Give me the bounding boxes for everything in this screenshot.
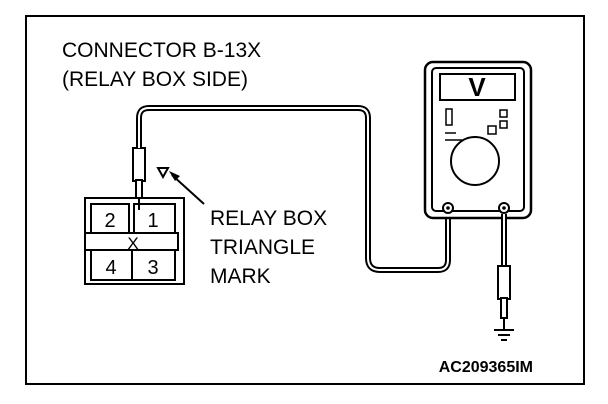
pin-4-label: 4 [105, 257, 116, 279]
voltmeter-button-top-right [499, 109, 508, 118]
voltmeter-display [439, 73, 516, 101]
callout-leader-line [171, 174, 205, 205]
voltmeter-button-square [487, 125, 497, 135]
voltmeter-button-mid-right [499, 120, 508, 129]
connector-title-line-1: CONNECTOR B-13X [62, 39, 261, 62]
connector-center-mark: X [127, 234, 138, 253]
pin-2-label: 2 [104, 210, 115, 232]
callout-line-2: TRIANGLE [210, 236, 315, 259]
pin-3-cell [131, 249, 176, 281]
voltmeter: V [423, 60, 533, 220]
callout-arrowhead [169, 171, 180, 181]
voltmeter-symbol: V [468, 72, 486, 102]
ground-probe [497, 265, 511, 330]
relay-box-triangle-mark [156, 167, 170, 180]
connector-title-line-2: (RELAY BOX SIDE) [62, 68, 248, 91]
pin-1-cell [133, 203, 176, 234]
voltmeter-selector-dial [450, 136, 500, 186]
pin-3-label: 3 [147, 257, 158, 279]
voltmeter-button-left [445, 108, 453, 126]
pin-1-label: 1 [147, 210, 158, 232]
diagram-frame [25, 15, 585, 385]
pin-4-cell [90, 249, 133, 281]
figure-code: AC209365IM [439, 359, 533, 376]
callout-line-3: MARK [210, 265, 271, 288]
callout-line-1: RELAY BOX [210, 207, 327, 230]
ground-symbol [494, 329, 514, 341]
connector-b-13x: 2 1 X 4 3 [84, 197, 185, 285]
